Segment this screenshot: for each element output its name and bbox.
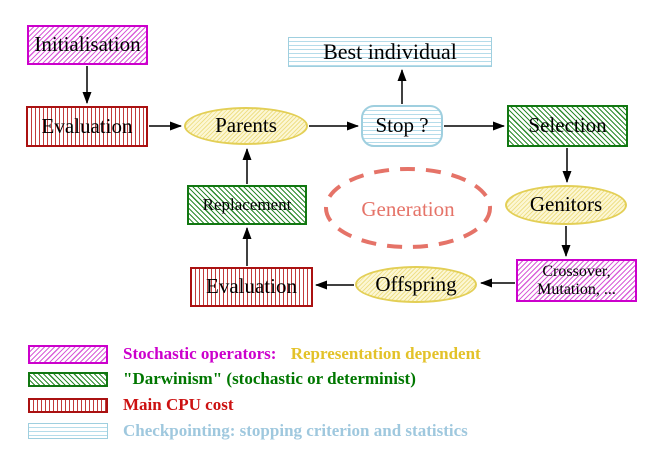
node-crossover-line2: Mutation, ... xyxy=(537,280,616,298)
node-crossover-line1: Crossover, xyxy=(542,262,611,280)
node-initialisation-label: Initialisation xyxy=(34,32,141,57)
node-offspring-label: Offspring xyxy=(375,271,457,296)
node-genitors: Genitors xyxy=(505,185,627,225)
node-evaluation-top-label: Evaluation xyxy=(41,113,133,138)
node-crossover-mutation: Crossover, Mutation, ... xyxy=(516,259,637,302)
node-evaluation-bottom: Evaluation xyxy=(190,267,313,307)
node-parents-label: Parents xyxy=(215,113,277,138)
node-evaluation-bottom-label: Evaluation xyxy=(206,274,297,299)
node-best-individual-label: Best individual xyxy=(323,38,457,64)
node-evaluation-top: Evaluation xyxy=(26,106,148,147)
node-parents: Parents xyxy=(184,107,308,145)
node-initialisation: Initialisation xyxy=(27,25,148,65)
node-genitors-label: Genitors xyxy=(529,192,603,217)
legend-swatch-magenta-hatch xyxy=(28,344,108,364)
legend-text-darwinism: "Darwinism" (stochastic or determinist) xyxy=(123,369,416,388)
legend-swatch-cyan-hatch xyxy=(28,423,108,439)
legend-text-representation-dependent: Representation dependent xyxy=(290,344,481,363)
node-selection: Selection xyxy=(507,105,628,147)
legend-row-darwinism: "Darwinism" (stochastic or determinist) xyxy=(28,369,416,389)
legend-text-stochastic-operators: Stochastic operators: xyxy=(123,344,277,363)
node-best-individual: Best individual xyxy=(288,37,492,67)
node-offspring: Offspring xyxy=(355,266,477,303)
node-stop: Stop ? xyxy=(361,105,443,147)
legend-row-stochastic-operators: Stochastic operators: Representation dep… xyxy=(28,344,481,364)
legend-row-checkpointing: Checkpointing: stopping criterion and st… xyxy=(28,421,468,441)
legend-swatch-green-hatch xyxy=(28,371,108,387)
node-replacement-label: Replacement xyxy=(202,194,292,214)
legend-text-checkpointing: Checkpointing: stopping criterion and st… xyxy=(123,421,468,440)
node-replacement: Replacement xyxy=(187,185,307,225)
legend-label-stochastic: Stochastic operators: Representation dep… xyxy=(123,344,481,364)
legend-row-main-cpu-cost: Main CPU cost xyxy=(28,395,233,415)
legend-text-main-cpu-cost: Main CPU cost xyxy=(123,395,234,414)
generation-label-text: Generation xyxy=(361,196,455,221)
node-selection-label: Selection xyxy=(528,113,607,138)
node-stop-label: Stop ? xyxy=(375,113,429,138)
generation-label: Generation xyxy=(324,196,492,222)
legend-swatch-red-hatch xyxy=(28,397,108,413)
